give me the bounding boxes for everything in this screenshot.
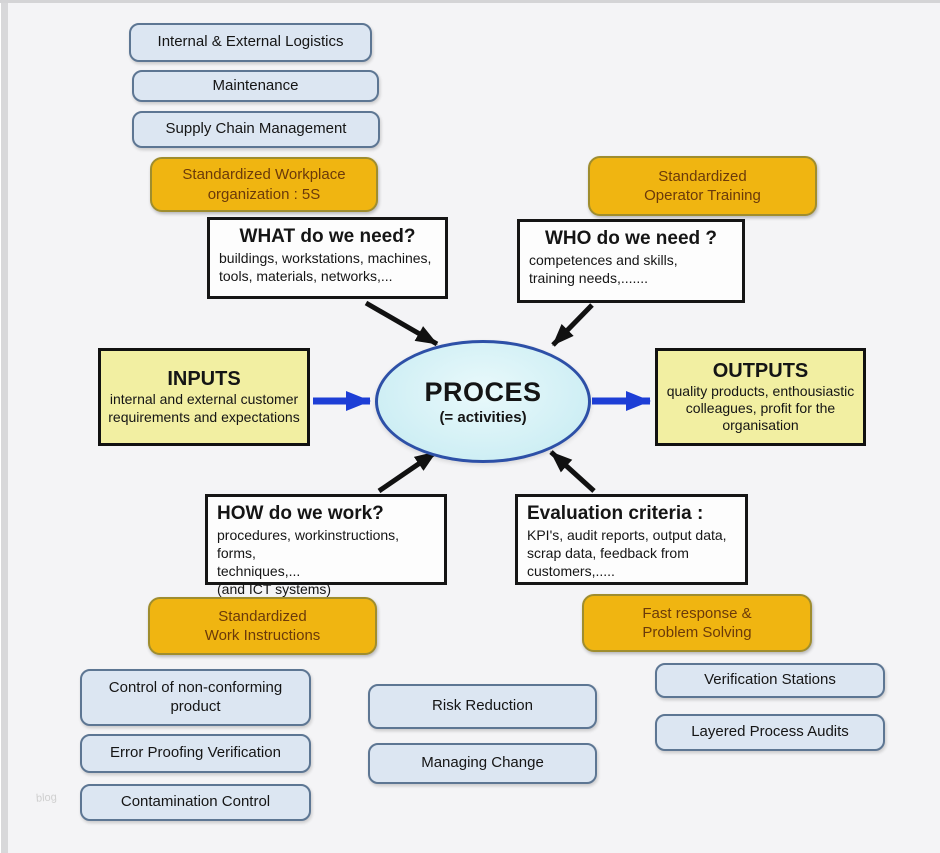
inputs-title: INPUTS bbox=[167, 368, 241, 391]
how-body: procedures, workinstructions, forms, tec… bbox=[217, 526, 400, 597]
who-body: competences and skills, training needs,.… bbox=[529, 251, 678, 286]
page-edge-top bbox=[0, 0, 940, 3]
proces-subtitle: (= activities) bbox=[439, 409, 527, 426]
box-inputs: INPUTS internal and external customer re… bbox=[98, 348, 310, 446]
what-body: buildings, workstations, machines, tools… bbox=[219, 249, 432, 284]
arrow-evaluation-to-proces bbox=[549, 450, 596, 493]
box-verification-stations: Verification Stations bbox=[655, 663, 885, 698]
box-contamination-control: Contamination Control bbox=[80, 784, 311, 821]
proces-ellipse: PROCES (= activities) bbox=[375, 340, 591, 463]
box-standardized-workplace-5s: Standardized Workplace organization : 5S bbox=[150, 157, 378, 212]
page-edge-left bbox=[0, 0, 8, 853]
box-risk-reduction: Risk Reduction bbox=[368, 684, 597, 729]
what-title: WHAT do we need? bbox=[239, 226, 416, 247]
how-title: HOW do we work? bbox=[217, 503, 384, 524]
box-standardized-operator-training: Standardized Operator Training bbox=[588, 156, 817, 216]
arrow-what-to-proces bbox=[364, 300, 439, 347]
outputs-title: OUTPUTS bbox=[712, 359, 809, 382]
box-internal-external-logistics: Internal & External Logistics bbox=[129, 23, 372, 62]
box-fast-response-problem-solving: Fast response & Problem Solving bbox=[582, 594, 812, 652]
box-outputs: OUTPUTS quality products, enthousiastic … bbox=[655, 348, 866, 446]
blog-watermark: blog bbox=[35, 791, 58, 805]
proces-title: PROCES bbox=[424, 377, 542, 407]
box-managing-change: Managing Change bbox=[368, 743, 597, 784]
evaluation-body: KPI's, audit reports, output data, scrap… bbox=[527, 526, 727, 579]
box-error-proofing-verification: Error Proofing Verification bbox=[80, 734, 311, 773]
box-who-do-we-need: WHO do we need ? competences and skills,… bbox=[517, 219, 745, 303]
arrow-how-to-proces bbox=[377, 449, 438, 494]
arrow-who-to-proces bbox=[551, 303, 594, 347]
box-how-do-we-work: HOW do we work? procedures, workinstruct… bbox=[205, 494, 447, 597]
box-control-of-non-conforming-product: Control of non-conforming product bbox=[80, 669, 311, 726]
evaluation-title: Evaluation criteria : bbox=[527, 503, 704, 524]
outputs-body: quality products, enthousiastic colleagu… bbox=[666, 382, 855, 434]
box-layered-process-audits: Layered Process Audits bbox=[655, 714, 885, 751]
box-supply-chain-management: Supply Chain Management bbox=[132, 111, 380, 148]
who-title: WHO do we need ? bbox=[544, 228, 718, 249]
box-evaluation-criteria: Evaluation criteria : KPI's, audit repor… bbox=[515, 494, 748, 585]
box-maintenance: Maintenance bbox=[132, 70, 379, 102]
inputs-body: internal and external customer requireme… bbox=[108, 391, 300, 425]
box-what-do-we-need: WHAT do we need? buildings, workstations… bbox=[207, 217, 448, 299]
box-standardized-work-instructions: Standardized Work Instructions bbox=[148, 597, 377, 655]
